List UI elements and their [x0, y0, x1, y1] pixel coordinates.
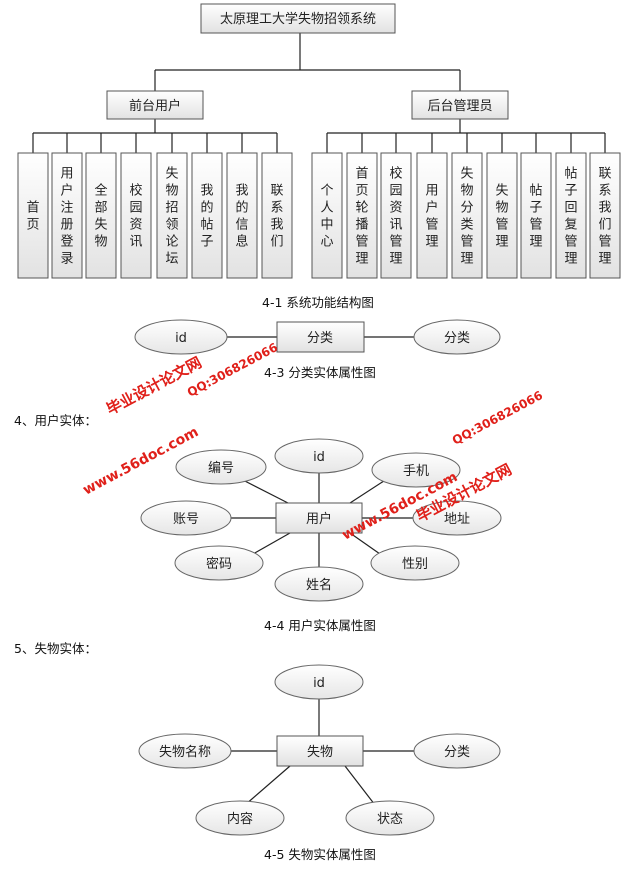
admin-leaf-label-6: 失物管理: [495, 184, 508, 250]
admin-leaf-6: [486, 152, 518, 279]
lost-item-attr-category: 分类: [413, 733, 501, 769]
section-5-heading: 5、失物实体：: [14, 641, 97, 656]
watermark-right-qq: QQ:306826066: [450, 388, 545, 447]
lost-item-attr-status: 状态: [345, 800, 435, 836]
admin-leaf-label-3: 校园资讯管理: [389, 166, 402, 267]
function-structure-chart: 太原理工大学失物招领系统 前台用户 后台管理员 首页 用户注册登录 全部失物 校…: [17, 3, 621, 310]
admin-leaf-label-9: 联系我们管理: [598, 167, 611, 267]
user-attr-account-label: 账号: [173, 512, 199, 527]
figure-4-5-caption: 4-5 失物实体属性图: [264, 847, 376, 862]
admin-leaf-7: [520, 152, 552, 279]
lost-item-attr-content-label: 内容: [227, 811, 253, 827]
admin-node: 后台管理员: [411, 90, 509, 120]
root-label: 太原理工大学失物招领系统: [220, 11, 376, 27]
admin-leaf-label-2: 首页轮播管理: [355, 167, 368, 267]
admin-leaf-8: [555, 152, 587, 279]
front-leaves: [17, 152, 293, 279]
front-user-node: 前台用户: [106, 90, 204, 120]
admin-leaf-3: [380, 152, 412, 279]
front-leaf-5: [156, 152, 188, 279]
lost-item-attr-status-label: 状态: [377, 812, 403, 827]
front-leaf-4: [120, 152, 152, 279]
user-connectors: [231, 472, 413, 567]
user-attr-address: 地址: [412, 500, 502, 536]
lost-item-entity-node: 失物: [276, 735, 364, 767]
user-attr-gender: 性别: [370, 545, 460, 581]
lost-item-entity-label: 失物: [307, 745, 333, 760]
lost-item-attr-name-label: 失物名称: [159, 744, 211, 760]
front-leaf-6: [191, 152, 223, 279]
category-entity-label: 分类: [307, 331, 333, 346]
front-leaf-1: [17, 152, 49, 279]
lost-item-connectors: [231, 698, 414, 806]
lost-item-attr-category-label: 分类: [444, 745, 470, 760]
user-attr-name: 姓名: [274, 566, 364, 602]
user-attr-number-label: 编号: [208, 461, 234, 476]
user-attr-gender-label: 性别: [402, 557, 428, 572]
admin-leaf-label-4: 用户管理: [425, 184, 438, 250]
user-attr-id: id: [274, 438, 364, 474]
front-leaf-2: [51, 152, 83, 279]
admin-leaves: [311, 152, 621, 279]
figure-4-3-caption: 4-3 分类实体属性图: [264, 365, 376, 380]
lost-item-attr-content: 内容: [195, 800, 285, 836]
admin-leaf-label-7: 帖子管理: [529, 184, 542, 250]
front-leaf-label-3: 全部失物: [94, 183, 107, 250]
admin-leaf-5: [451, 152, 483, 279]
admin-leaf-9: [589, 152, 621, 279]
front-leaf-label-4: 校园资讯: [129, 183, 142, 250]
front-leaf-3: [85, 152, 117, 279]
admin-leaf-label-8: 帖子回复管理: [564, 167, 577, 267]
user-entity-node: 用户: [275, 502, 363, 534]
user-entity-diagram: 编号 id 手机 账号 用户 地址 密码 性别: [140, 438, 502, 633]
figure-4-4-caption: 4-4 用户实体属性图: [264, 618, 376, 633]
admin-leaf-4: [416, 152, 448, 279]
front-leaf-label-7: 我的信息: [235, 184, 248, 250]
user-attr-password-label: 密码: [206, 556, 232, 572]
lost-item-attr-id: id: [274, 664, 364, 700]
lost-item-attr-name: 失物名称: [138, 733, 232, 769]
admin-leaf-label-5: 失物分类管理: [460, 167, 473, 267]
front-user-label: 前台用户: [129, 98, 181, 114]
user-attr-name-label: 姓名: [306, 577, 332, 593]
figure-4-1-caption: 4-1 系统功能结构图: [262, 295, 374, 310]
user-attr-phone-label: 手机: [403, 464, 429, 479]
user-attr-account: 账号: [140, 500, 232, 536]
front-leaf-label-2: 用户注册登录: [60, 167, 73, 267]
category-attr-id: id: [134, 319, 228, 355]
front-leaf-label-5: 失物招领论坛: [165, 167, 178, 267]
root-node: 太原理工大学失物招领系统: [200, 3, 396, 34]
category-attr-id-label: id: [175, 331, 187, 346]
user-attr-address-label: 地址: [444, 512, 470, 527]
admin-leaf-2: [346, 152, 378, 279]
category-attr-name-label: 分类: [444, 331, 470, 346]
front-leaf-labels: 首页 用户注册登录 全部失物 校园资讯 失物招领论坛 我的帖子 我的信息 联系我…: [26, 167, 283, 267]
user-attr-phone: 手机: [371, 452, 461, 488]
admin-leaf-1: [311, 152, 343, 279]
user-attr-id-label: id: [313, 450, 325, 465]
category-attr-name: 分类: [413, 319, 501, 355]
admin-leaf-labels: 个人中心 首页轮播管理 校园资讯管理 用户管理 失物分类管理 失物管理 帖子管理…: [320, 166, 611, 267]
front-leaf-7: [226, 152, 258, 279]
lost-item-entity-diagram: id 失物名称 失物 分类 内容 状态 4-5 失物实体属性图: [138, 664, 501, 862]
category-entity-diagram: id 分类 分类 4-3 分类实体属性图: [134, 319, 501, 380]
front-leaf-8: [261, 152, 293, 279]
user-attr-number: 编号: [175, 449, 267, 485]
admin-leaf-label-1: 个人中心: [320, 184, 333, 250]
section-4-heading: 4、用户实体：: [14, 413, 97, 428]
admin-label: 后台管理员: [427, 99, 492, 114]
tree-connectors: [32, 33, 606, 153]
front-leaf-label-6: 我的帖子: [200, 184, 213, 250]
front-leaf-label-8: 联系我们: [270, 184, 283, 250]
lost-item-attr-id-label: id: [313, 676, 325, 691]
user-entity-label: 用户: [306, 511, 332, 527]
user-attr-password: 密码: [174, 545, 264, 581]
category-entity-node: 分类: [276, 321, 365, 353]
front-leaf-label-1: 首页: [26, 201, 39, 233]
